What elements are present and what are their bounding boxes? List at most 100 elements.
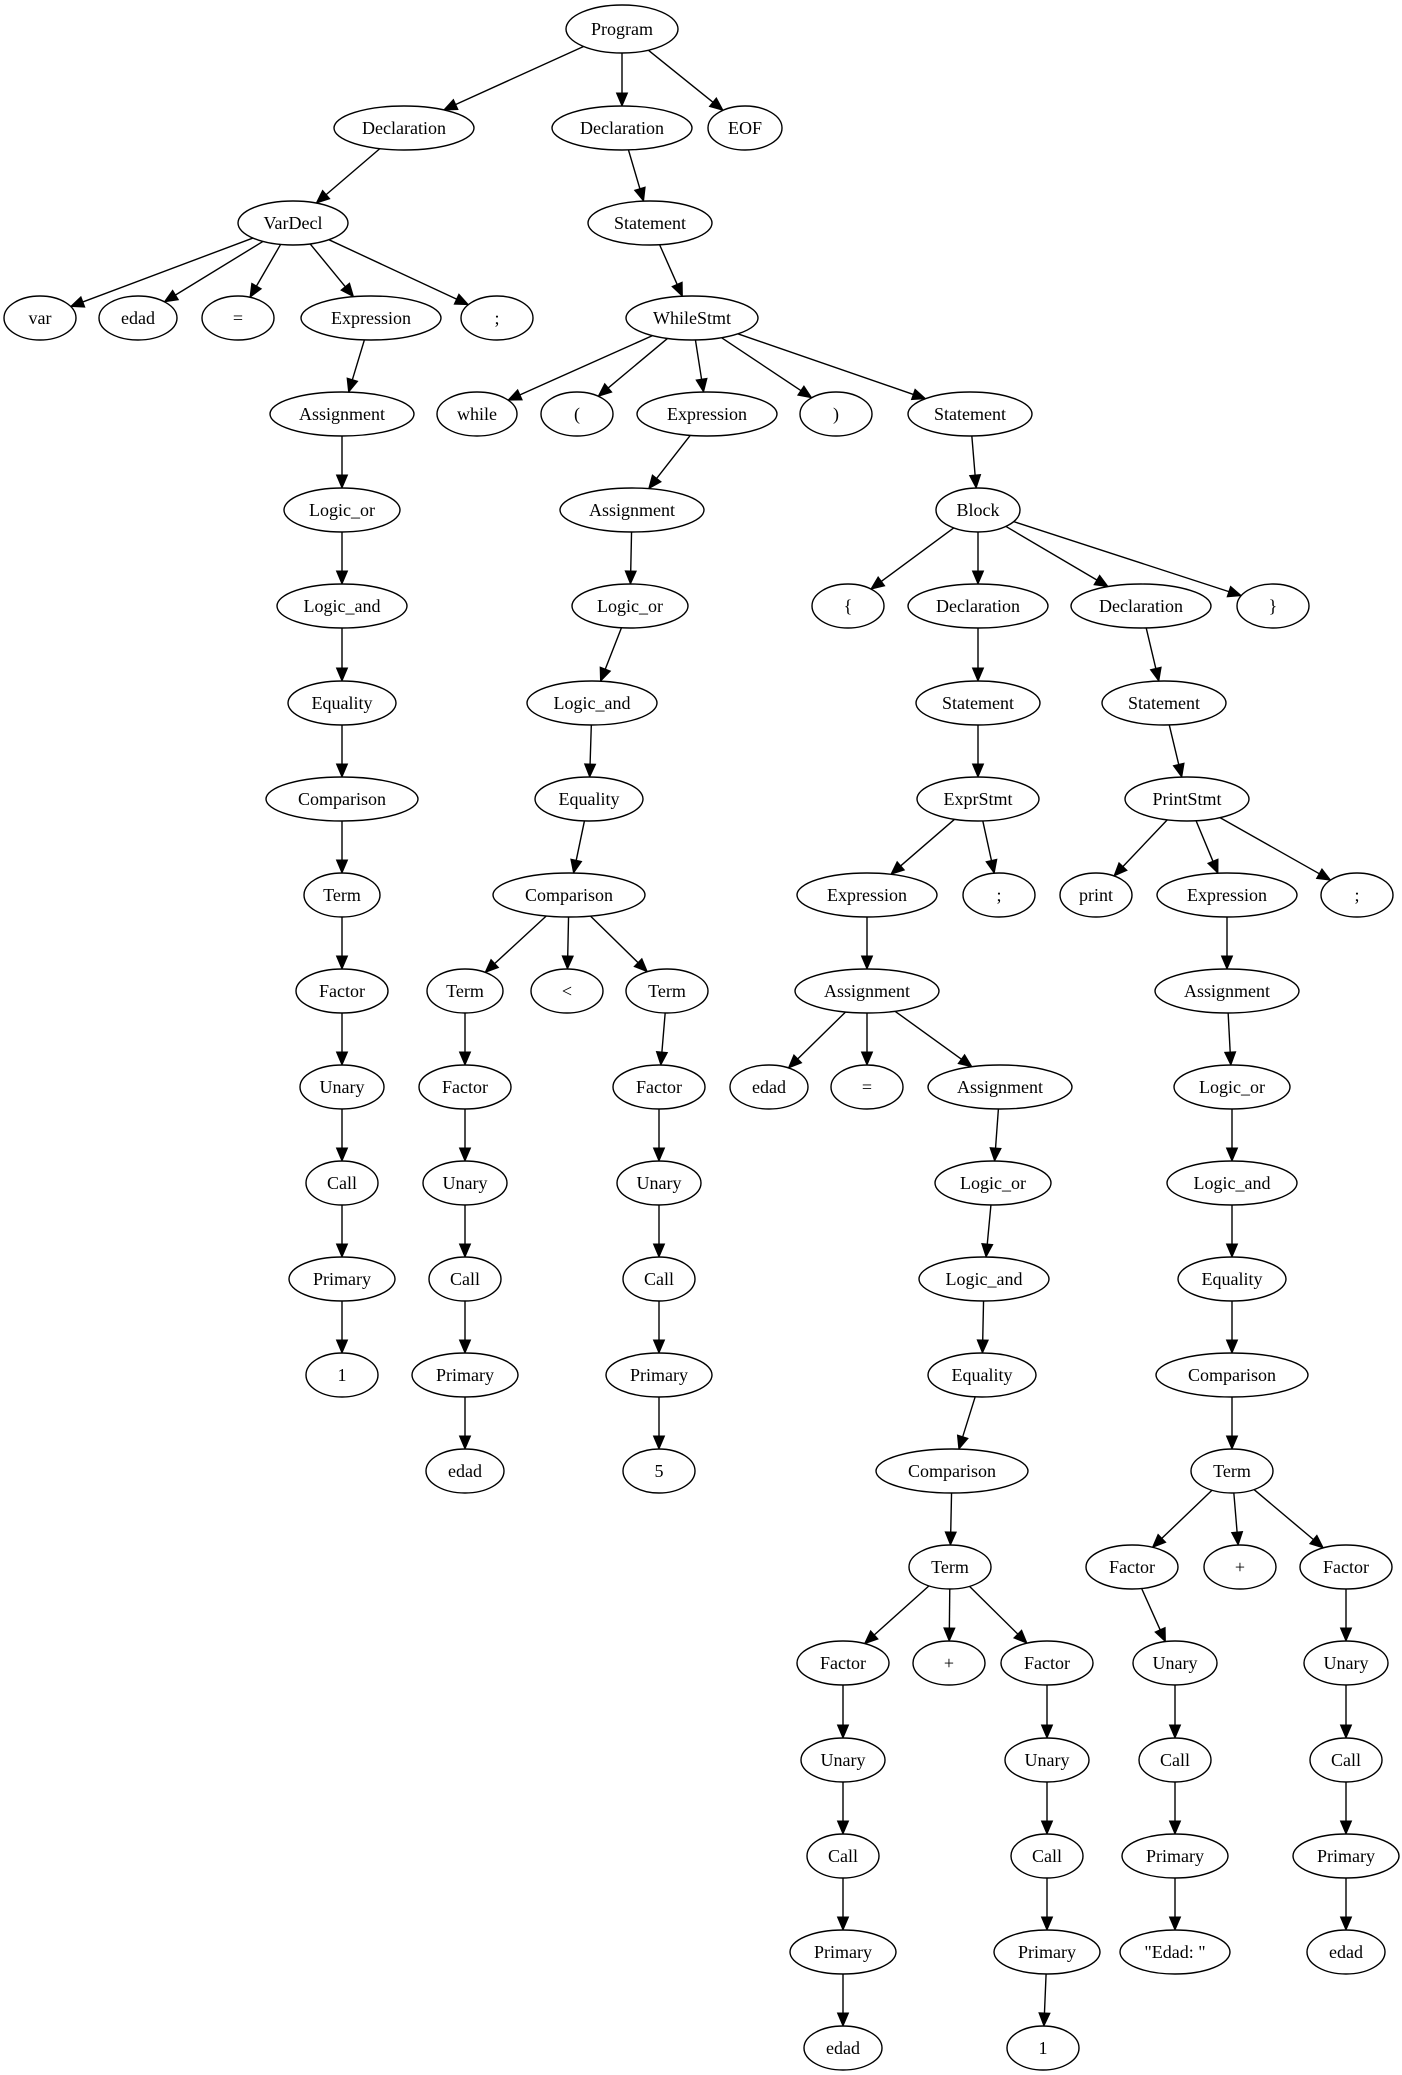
node-ellipse — [1154, 968, 1300, 1014]
arrowhead — [335, 955, 349, 971]
node-primary: Primary — [605, 1352, 713, 1398]
arrowhead — [633, 186, 646, 203]
arrowhead — [1168, 1820, 1182, 1836]
arrowhead — [671, 281, 683, 298]
arrowhead — [583, 763, 597, 779]
node-ellipse — [622, 1256, 696, 1302]
node-print: print — [1059, 872, 1133, 918]
arrowhead — [695, 377, 708, 394]
edge-w_eq-w_cmp — [575, 820, 586, 861]
arrowhead — [453, 293, 470, 306]
node-block: Block — [935, 487, 1021, 533]
arrowhead — [989, 1147, 1002, 1163]
node-symbol: ( — [540, 391, 614, 437]
node-term: Term — [625, 968, 709, 1014]
node-equality: Equality — [287, 680, 397, 726]
node-ellipse — [1124, 776, 1250, 822]
edge-ps_term-ps_f1 — [1161, 1489, 1213, 1539]
node-term: Term — [426, 968, 504, 1014]
node-ellipse — [1059, 872, 1133, 918]
node-label: Call — [1032, 1846, 1062, 1866]
node-primary: Primary — [411, 1352, 519, 1398]
node-label: Term — [931, 1557, 969, 1577]
node-label: Logic_or — [960, 1173, 1026, 1193]
node-label: Logic_or — [1199, 1077, 1265, 1097]
node-label: Call — [1160, 1750, 1190, 1770]
node-label: Expression — [827, 885, 907, 905]
node-ellipse — [962, 872, 1036, 918]
node-ellipse — [492, 872, 646, 918]
node-assignment: Assignment — [559, 487, 705, 533]
arrowhead — [163, 289, 180, 303]
arrowhead — [1206, 858, 1219, 875]
node-program: Program — [565, 4, 679, 54]
node-primary: Primary — [1121, 1833, 1229, 1879]
node-factor: Factor — [418, 1064, 512, 1110]
node-ellipse — [1303, 1640, 1389, 1686]
node-ellipse — [927, 1352, 1037, 1398]
arrowhead — [655, 1051, 669, 1067]
node-label: Call — [327, 1173, 357, 1193]
arrowhead — [652, 1243, 666, 1259]
node-ellipse — [530, 968, 604, 1014]
node-label: Primary — [1146, 1846, 1204, 1866]
node-edad: edad — [98, 295, 178, 341]
node-5: 5 — [622, 1448, 696, 1494]
node-logic-and: Logic_and — [526, 680, 658, 726]
node-ellipse — [418, 1064, 512, 1110]
node-edad: edad — [425, 1448, 505, 1494]
arrowhead — [1225, 1435, 1239, 1451]
arrowhead — [1339, 1916, 1353, 1932]
edges — [69, 45, 1353, 2028]
node-label: Unary — [637, 1173, 682, 1193]
edge-decl2-st1 — [627, 149, 641, 189]
node-ellipse — [1121, 1833, 1229, 1879]
arrowhead — [442, 98, 459, 111]
node-label: while — [457, 404, 497, 424]
node-equality: Equality — [927, 1352, 1037, 1398]
arrowhead — [633, 957, 649, 973]
node-call: Call — [622, 1256, 696, 1302]
node-label: print — [1079, 885, 1113, 905]
node-label: Logic_and — [1194, 1173, 1271, 1193]
node-ellipse — [288, 1256, 396, 1302]
node-unary: Unary — [1004, 1737, 1090, 1783]
edge-w_cmp-w_t2 — [590, 915, 639, 964]
node-label: Call — [450, 1269, 480, 1289]
edge-st1-ws — [658, 244, 678, 285]
node-ellipse — [436, 391, 518, 437]
arrowhead — [335, 474, 349, 490]
node-ellipse — [540, 391, 614, 437]
edge-ws-ws_while — [519, 334, 653, 396]
node-logic-and: Logic_and — [918, 1256, 1050, 1302]
node-ellipse — [1306, 1929, 1386, 1975]
node-ellipse — [794, 968, 940, 1014]
node-whilestmt: WhileStmt — [625, 295, 759, 341]
node-label: Assignment — [824, 981, 910, 1001]
node-label: Statement — [614, 213, 686, 233]
node-label: Unary — [320, 1077, 365, 1097]
edge-w_cmp-w_t1 — [494, 915, 547, 965]
node-label: 5 — [655, 1461, 664, 1481]
node-label: Unary — [1025, 1750, 1070, 1770]
arrowhead — [836, 1820, 850, 1836]
node-call: Call — [1138, 1737, 1212, 1783]
node-exprstmt: ExprStmt — [916, 776, 1040, 822]
node-factor: Factor — [796, 1640, 890, 1686]
node-label: Call — [828, 1846, 858, 1866]
node-ellipse — [918, 1256, 1050, 1302]
node-ellipse — [460, 295, 534, 341]
node-label: } — [1269, 596, 1278, 616]
arrowhead — [1168, 1724, 1182, 1740]
node-label: Assignment — [957, 1077, 1043, 1097]
edge-ws-ws_rp — [721, 337, 802, 392]
arrowhead — [981, 1242, 994, 1259]
node-ellipse — [295, 968, 389, 1014]
node-ellipse — [907, 583, 1049, 629]
arrowhead — [860, 1051, 874, 1067]
node-1: 1 — [1006, 2025, 1080, 2071]
node-label: Assignment — [299, 404, 385, 424]
node-label: 1 — [338, 1365, 347, 1385]
arrowhead — [957, 1053, 973, 1068]
edge-ps_term-ps_f2 — [1253, 1489, 1314, 1541]
